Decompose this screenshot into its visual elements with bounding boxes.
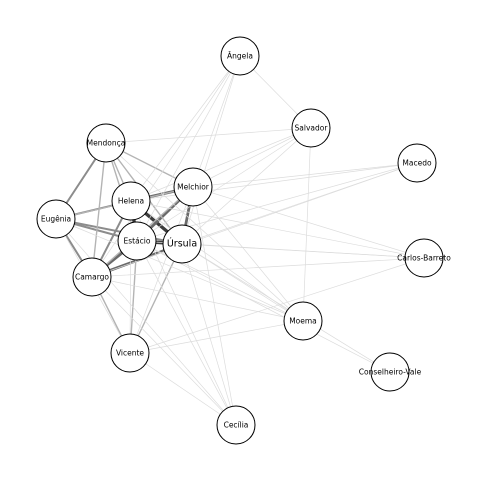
edge-moema-salvador [302, 127, 312, 322]
node-salvador-label: Salvador [295, 124, 329, 133]
node-carlos-barreto-circle [404, 238, 444, 278]
node-melchior[interactable]: Melchior [173, 167, 213, 207]
edge-mendonca-camargo [91, 142, 107, 278]
node-angela[interactable]: Ângela [220, 36, 260, 76]
node-angela-label: Ângela [227, 52, 253, 61]
node-ursula[interactable]: Úrsula [162, 224, 202, 264]
edge-angela-melchior [192, 55, 241, 188]
node-camargo-circle [72, 257, 112, 297]
edge-salvador-helena [130, 127, 312, 202]
node-salvador-circle [291, 108, 331, 148]
edge-vicente-ursula [129, 243, 183, 354]
node-salvador[interactable]: Salvador [291, 108, 331, 148]
edge-carlos-melchior [192, 186, 425, 259]
node-estacio[interactable]: Estácio [117, 221, 157, 261]
node-moema-label: Moema [289, 317, 317, 326]
edge-moema-vicente [129, 320, 304, 354]
edge-angela-camargo [91, 55, 241, 278]
node-cecilia-label: Cecília [224, 421, 249, 430]
node-conselheiro-vale[interactable]: Conselheiro-Vale [359, 352, 422, 392]
graph-nodes: Ângela Salvador Mendonça Macedo Melchior… [36, 36, 451, 445]
node-conselheiro-vale-label: Conselheiro-Vale [359, 368, 422, 377]
edge-cecilia-melchior [192, 186, 237, 426]
edge-cecilia-vicente [129, 352, 237, 426]
node-eugenia[interactable]: Eugênia [36, 199, 76, 239]
node-ursula-label: Úrsula [167, 238, 197, 250]
node-vicente-label: Vicente [116, 349, 144, 358]
edge-moema-ursula [181, 243, 304, 322]
edge-moema-eugenia [55, 218, 304, 322]
node-melchior-label: Melchior [177, 183, 210, 192]
edge-salvador-mendonca [105, 127, 312, 144]
edge-salvador-melchior [192, 127, 312, 188]
node-cecilia-circle [216, 405, 256, 445]
node-moema-circle [283, 301, 323, 341]
edge-vicente-melchior [129, 186, 194, 354]
node-angela-circle [220, 36, 260, 76]
edge-carlos-vicente [129, 257, 425, 354]
edge-moema-mendonca [105, 142, 304, 322]
node-estacio-label: Estácio [124, 237, 151, 246]
node-mendonca-label: Mendonça [87, 139, 126, 148]
node-estacio-circle [117, 221, 157, 261]
edge-cecilia-ursula [181, 243, 237, 426]
edge-cecilia-eugenia [55, 218, 237, 426]
node-eugenia-circle [36, 199, 76, 239]
edge-macedo-melchior [192, 162, 418, 188]
edge-moema-estacio [136, 240, 304, 322]
edge-moema-camargo [91, 276, 304, 322]
node-moema[interactable]: Moema [283, 301, 323, 341]
node-cecilia[interactable]: Cecília [216, 405, 256, 445]
edge-angela-ursula [181, 55, 241, 245]
node-ursula-circle [162, 224, 202, 264]
node-vicente-circle [110, 333, 150, 373]
edge-cecilia-camargo [91, 276, 237, 426]
node-melchior-circle [173, 167, 213, 207]
node-helena-circle [111, 181, 151, 221]
node-macedo-label: Macedo [402, 159, 432, 168]
node-helena[interactable]: Helena [111, 181, 151, 221]
edge-moema-melchior [192, 186, 304, 322]
node-carlos-barreto[interactable]: Carlos-Barreto [397, 238, 451, 278]
node-eugenia-label: Eugênia [41, 215, 71, 224]
edge-salvador-estacio [136, 127, 312, 242]
node-carlos-barreto-label: Carlos-Barreto [397, 254, 451, 263]
edge-eugenia-ursula [55, 218, 183, 245]
node-camargo-label: Camargo [75, 273, 109, 282]
node-camargo[interactable]: Camargo [72, 257, 112, 297]
node-conselheiro-vale-circle [370, 352, 410, 392]
edge-carlos-camargo [91, 257, 425, 278]
edge-conselheiro-ursula [181, 243, 391, 373]
node-macedo-circle [397, 143, 437, 183]
node-helena-label: Helena [118, 197, 144, 206]
node-vicente[interactable]: Vicente [110, 333, 150, 373]
edge-macedo-helena [130, 162, 418, 202]
edge-carlos-helena [130, 200, 425, 259]
edge-angela-estacio [136, 55, 241, 242]
edge-cecilia-estacio [136, 240, 237, 426]
edge-angela-helena [130, 55, 241, 202]
node-mendonca-circle [86, 123, 126, 163]
node-macedo[interactable]: Macedo [397, 143, 437, 183]
node-mendonca[interactable]: Mendonça [86, 123, 126, 163]
